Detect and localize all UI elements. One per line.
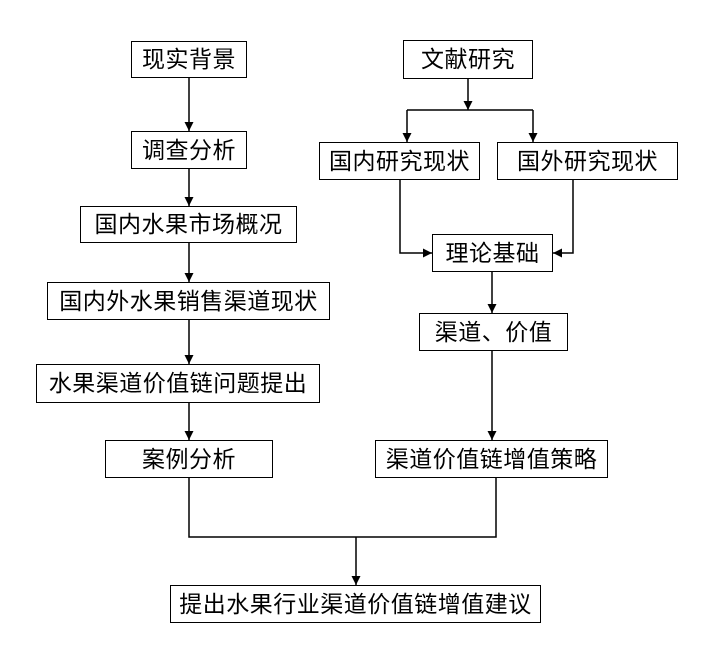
node-foreign-research: 国外研究现状 [497, 142, 678, 180]
node-domestic-fruit-market: 国内水果市场概况 [80, 206, 297, 243]
node-channel-value: 渠道、价值 [419, 313, 568, 351]
arrow-foreign-to-theory [553, 180, 574, 258]
merge-bracket-line [188, 478, 497, 538]
node-literature-research: 文献研究 [403, 40, 533, 79]
node-reality-background: 现实背景 [131, 41, 247, 78]
node-final-suggestion: 提出水果行业渠道价值链增值建议 [170, 585, 541, 623]
node-theoretical-basis: 理论基础 [432, 234, 553, 272]
arrow-domestic-to-theory [399, 180, 432, 258]
node-value-add-strategy: 渠道价值链增值策略 [375, 440, 608, 478]
node-case-analysis: 案例分析 [105, 440, 273, 478]
node-survey-analysis: 调查分析 [131, 131, 247, 169]
node-problem-proposal: 水果渠道价值链问题提出 [36, 364, 320, 403]
node-sales-channel-status: 国内外水果销售渠道现状 [47, 282, 330, 320]
node-domestic-research: 国内研究现状 [319, 142, 480, 180]
